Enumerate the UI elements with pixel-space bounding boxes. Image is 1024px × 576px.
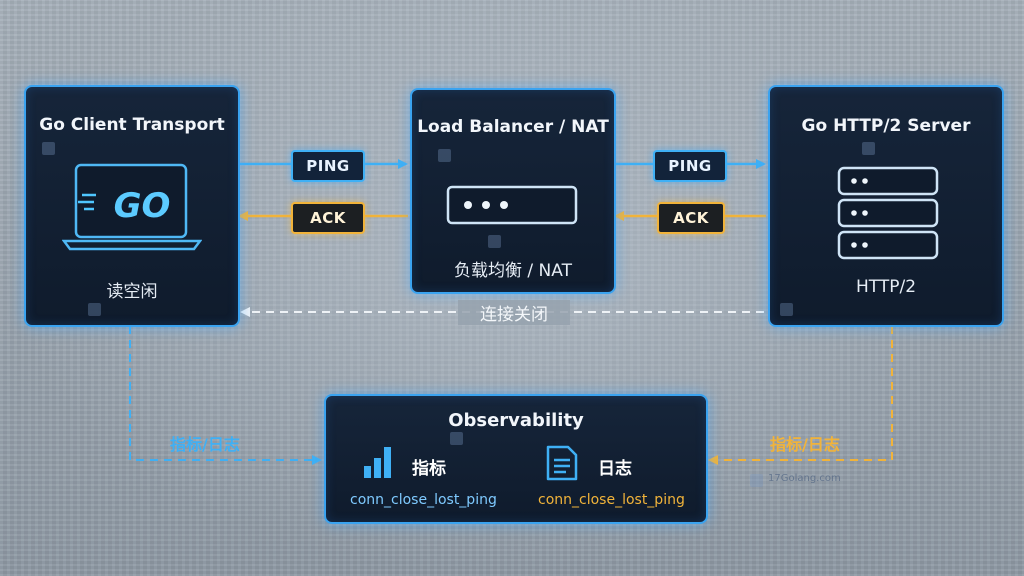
watermark-icon (438, 149, 451, 162)
close-label: 连接关闭 (458, 300, 570, 325)
balancer-box: Load Balancer / NAT 负载均衡 / NAT (410, 88, 616, 294)
balancer-title: Load Balancer / NAT (417, 117, 609, 137)
client-caption: 读空闲 (106, 282, 158, 302)
metrics-arrow-left (129, 326, 322, 465)
logs-label: 日志 (598, 459, 632, 479)
client-title: Go Client Transport (39, 115, 225, 135)
metrics-label-right: 指标/日志 (770, 435, 840, 454)
bar-chart-icon (364, 447, 391, 478)
watermark-icon (862, 142, 875, 155)
ack-label-right: ACK (657, 202, 725, 234)
watermark-icon (488, 235, 501, 248)
metrics-arrow-right (708, 326, 893, 465)
metrics-label: 指标 (412, 459, 446, 479)
watermark-text: 17Golang.com (768, 473, 841, 484)
document-icon (546, 445, 578, 481)
ack-label-left: ACK (291, 202, 365, 234)
server-box: Go HTTP/2 Server HTTP/2 (768, 85, 1004, 327)
server-caption: HTTP/2 (855, 277, 917, 297)
ping-label-left: PING (291, 150, 365, 182)
server-title: Go HTTP/2 Server (801, 116, 971, 136)
watermark-icon (88, 303, 101, 316)
balancer-caption: 负载均衡 / NAT (454, 261, 572, 281)
observability-title: Observability (448, 410, 584, 431)
server-rack-icon (837, 166, 939, 260)
logs-value: conn_close_lost_ping (538, 492, 685, 508)
watermark-icon (42, 142, 55, 155)
go-logo-text: GO (114, 186, 171, 226)
observability-box: Observability 指标 conn_close_lost_ping 日志… (324, 394, 708, 524)
watermark-icon (450, 432, 463, 445)
client-box: Go Client Transport GO 读空闲 (24, 85, 240, 327)
watermark-icon (750, 474, 763, 487)
watermark-icon (780, 303, 793, 316)
load-balancer-device-icon (446, 185, 578, 225)
ping-label-right: PING (653, 150, 727, 182)
laptop-go-icon: GO (62, 163, 202, 251)
metrics-value: conn_close_lost_ping (350, 492, 497, 508)
metrics-label-left: 指标/日志 (170, 435, 240, 454)
